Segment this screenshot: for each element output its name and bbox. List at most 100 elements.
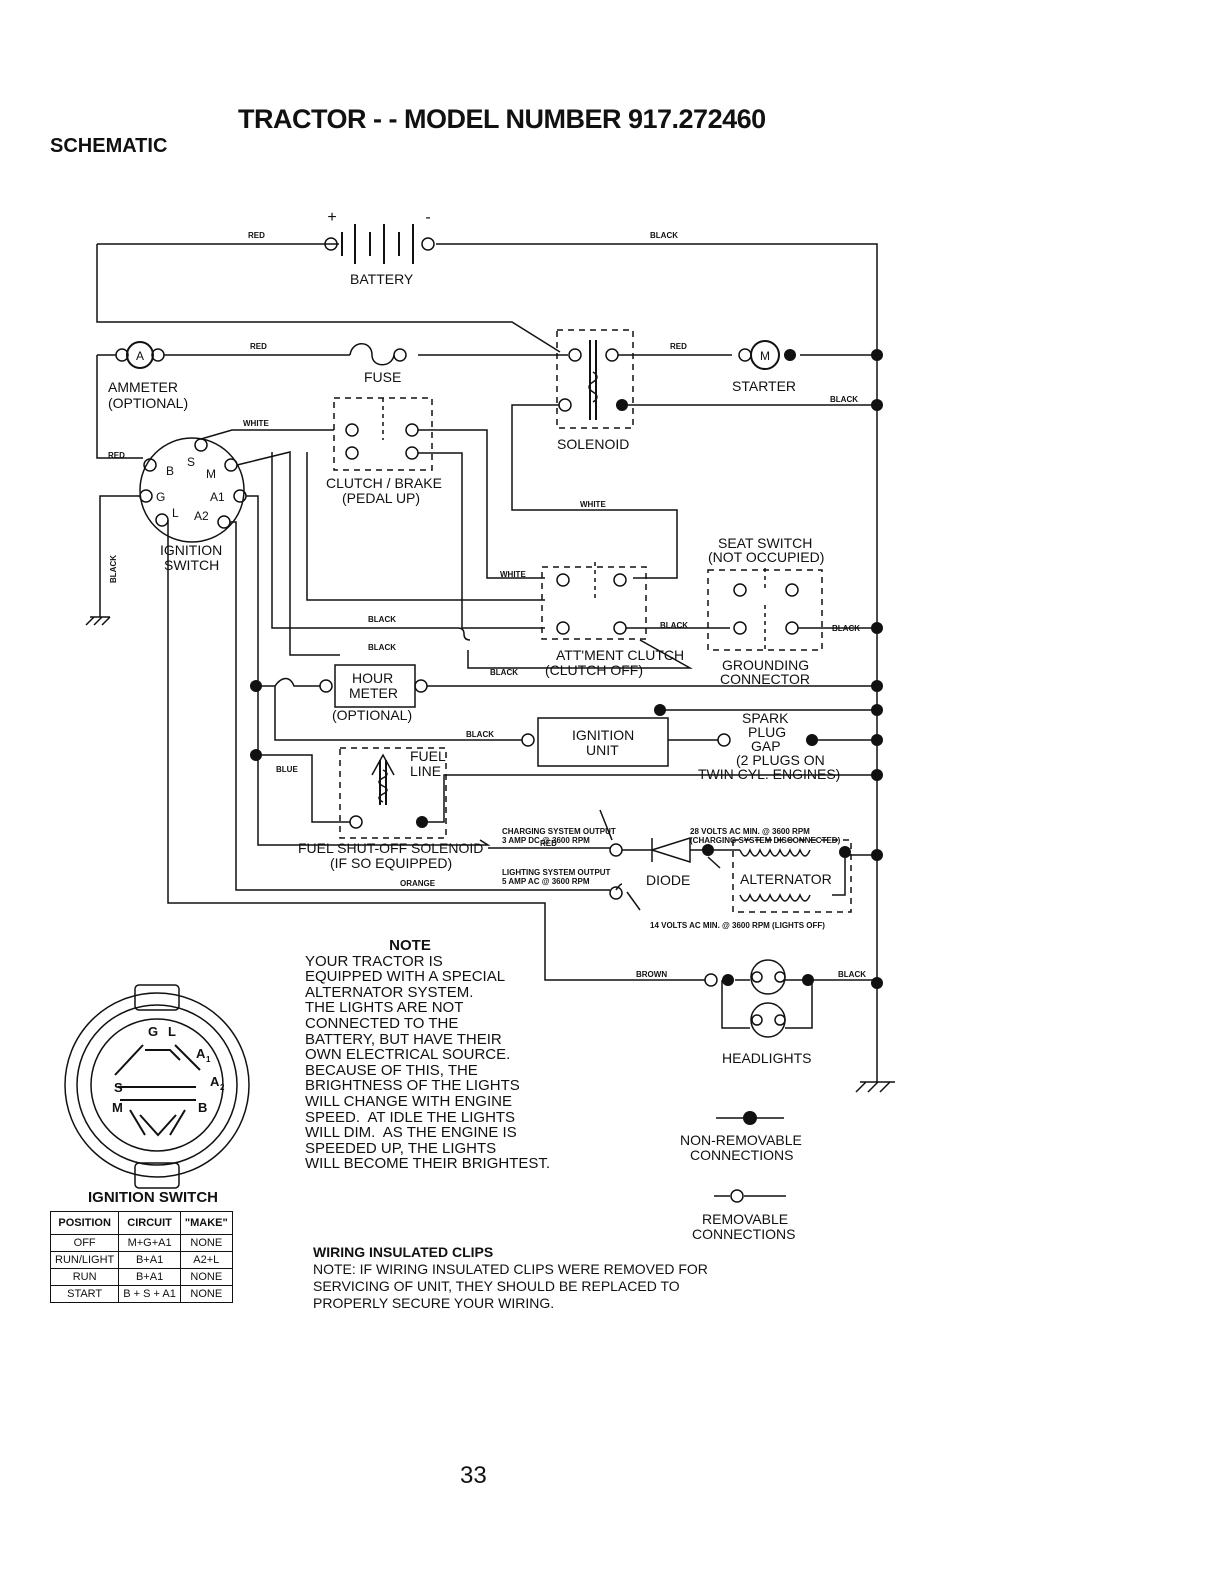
face-label-a1: A [196, 1046, 206, 1061]
table-cell: NONE [179, 1234, 233, 1252]
table-cell: RUN [49, 1268, 120, 1286]
headlights-label: HEADLIGHTS [722, 1050, 811, 1066]
alternator-label: ALTERNATOR [740, 871, 832, 887]
table-cell: A2+L [179, 1251, 233, 1269]
legend-removable-1: REMOVABLE [702, 1211, 788, 1227]
table-cell: M+G+A1 [118, 1234, 181, 1252]
wire-label-black-clutch: BLACK [368, 615, 396, 624]
table-cell: B+A1 [118, 1251, 181, 1269]
junction-dots [250, 349, 883, 1125]
clips-title: WIRING INSULATED CLIPS [313, 1244, 494, 1260]
ign-term-l: L [172, 506, 179, 520]
wire-label-black-ignunit: BLACK [466, 730, 494, 739]
wire-label-black-solenoid: BLACK [830, 395, 858, 404]
table-header-row: POSITION CIRCUIT "MAKE" [49, 1211, 233, 1235]
note-title: NOTE [389, 937, 431, 954]
table-row: START B + S + A1 NONE [49, 1285, 233, 1303]
alternator-box [732, 839, 852, 913]
wire-label-red-charging: RED [540, 839, 557, 848]
wire-label-brown: BROWN [636, 970, 667, 979]
table-cell: START [49, 1285, 120, 1303]
clips-body: NOTE: IF WIRING INSULATED CLIPS WERE REM… [313, 1261, 708, 1311]
note-body: YOUR TRACTOR IS EQUIPPED WITH A SPECIAL … [305, 952, 551, 1173]
alternator-coil-top [739, 848, 811, 857]
wire-label-white-solenoid: WHITE [580, 500, 606, 509]
hour-meter-label-1: HOUR [352, 670, 393, 686]
fuel-solenoid-box [339, 747, 447, 839]
headlight-1 [750, 959, 786, 995]
fuel-line-label-1: FUEL [410, 748, 446, 764]
wire-black-ignition-unit [274, 686, 522, 741]
ignition-switch-face: G L A 1 S A 2 M B [64, 984, 250, 1189]
fuel-line-arrow [371, 753, 395, 776]
table-cell: RUN/LIGHT [49, 1251, 120, 1269]
ammeter-symbol [126, 341, 154, 369]
lighting-output-label-1: LIGHTING SYSTEM OUTPUT [502, 868, 611, 877]
page-title: TRACTOR - - MODEL NUMBER 917.272460 [238, 104, 766, 134]
volts28-label-2: (CHARGING SYSTEM DISCONNECTED) [690, 836, 841, 845]
ammeter-letter: A [136, 349, 144, 363]
ign-term-s: S [187, 455, 195, 469]
ignition-unit-label-2: UNIT [586, 742, 619, 758]
ammeter-optional-label: (OPTIONAL) [108, 395, 188, 411]
spark-label-5: TWIN CYL. ENGINES) [698, 766, 840, 782]
wire-label-black-battery: BLACK [650, 231, 678, 240]
wire-label-black-ground: BLACK [109, 555, 118, 583]
wire-red-ignition-b [96, 355, 143, 459]
fuel-solenoid-label-1: FUEL SHUT-OFF SOLENOID [298, 840, 483, 856]
face-label-a1-sub: 1 [206, 1055, 211, 1064]
wire-ignition-a1 [246, 495, 491, 846]
volts28-label-1: 28 VOLTS AC MIN. @ 3600 RPM [690, 827, 810, 836]
table-row: RUN/LIGHT B+A1 A2+L [49, 1251, 233, 1269]
battery-pos-terminal [324, 237, 338, 251]
diode-symbol [622, 836, 706, 864]
spark-label-3: GAP [751, 738, 781, 754]
fuel-solenoid-label-2: (IF SO EQUIPPED) [330, 855, 452, 871]
table-cell: B+A1 [118, 1268, 181, 1286]
wire-orange-ignition-a2 [230, 521, 610, 891]
wire-label-black-att: BLACK [660, 621, 688, 630]
clutch-brake-sub: (PEDAL UP) [342, 490, 420, 506]
battery-label: BATTERY [350, 271, 414, 287]
legend-non-removable-1: NON-REMOVABLE [680, 1132, 802, 1148]
wire-label-white-ignition: WHITE [243, 419, 269, 428]
table-cell: OFF [49, 1234, 120, 1252]
ign-term-b: B [166, 464, 174, 478]
page-number: 33 [460, 1462, 487, 1489]
legend-non-removable-2: CONNECTIONS [690, 1147, 793, 1163]
ign-term-m: M [206, 467, 216, 481]
face-label-b: B [198, 1100, 207, 1115]
battery-cells [341, 224, 414, 264]
ign-term-g: G [156, 490, 165, 504]
solenoid-coil [588, 371, 598, 403]
att-clutch-label: ATT'MENT CLUTCH [556, 647, 684, 663]
table-header: POSITION [49, 1211, 120, 1235]
hour-meter-label-2: METER [349, 685, 398, 701]
face-label-l: L [168, 1024, 176, 1039]
wire-black-headlights [721, 979, 877, 1029]
att-clutch-sub: (CLUTCH OFF) [545, 662, 643, 678]
table-row: OFF M+G+A1 NONE [49, 1234, 233, 1252]
section-title: SCHEMATIC [50, 135, 168, 157]
ignition-unit-box [537, 717, 669, 767]
wire-label-black-ignition: BLACK [368, 643, 396, 652]
legend-removable-2: CONNECTIONS [692, 1226, 795, 1242]
fuel-line-label-2: LINE [410, 763, 441, 779]
table-cell: B + S + A1 [118, 1285, 181, 1303]
ignition-table-title: IGNITION SWITCH [88, 1189, 218, 1206]
wire-label-red-ammeter: RED [250, 342, 267, 351]
wire-label-orange: ORANGE [400, 879, 436, 888]
face-label-s: S [114, 1080, 123, 1095]
wire-clutch-to-att [418, 429, 545, 579]
face-label-a2-sub: 2 [220, 1083, 225, 1092]
wire-label-red-battery: RED [248, 231, 265, 240]
spark-label-2: PLUG [748, 724, 786, 740]
wire-label-black-seat: BLACK [832, 624, 860, 633]
solenoid-label: SOLENOID [557, 436, 629, 452]
hour-meter-optional: (OPTIONAL) [332, 707, 412, 723]
wire-white-solenoid-seat [511, 404, 678, 579]
wire-clutch-black [418, 452, 545, 629]
wire-label-black-attclutch: BLACK [490, 668, 518, 677]
